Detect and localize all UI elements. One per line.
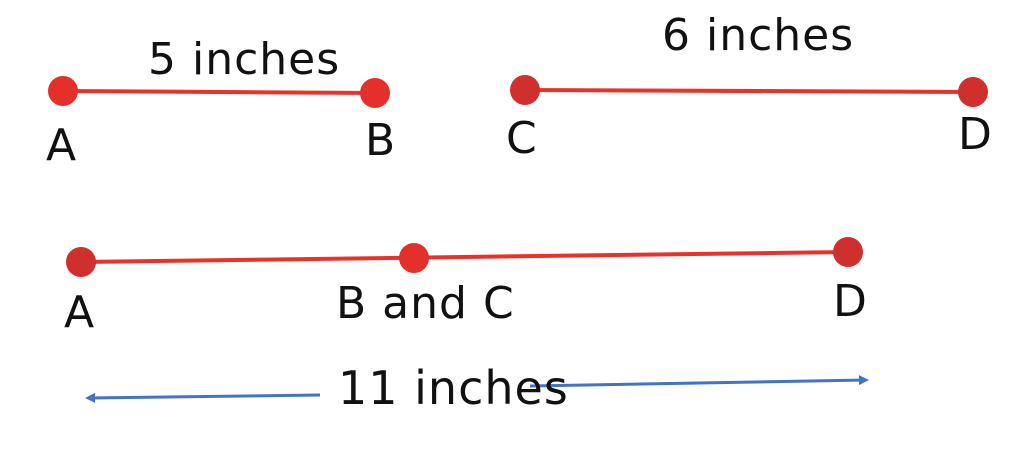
point-d-bottom-label: D — [833, 276, 868, 327]
arrow-left-shaft — [85, 392, 321, 403]
segment-cd-line — [524, 88, 974, 94]
point-d-bottom — [833, 237, 863, 267]
total-length-label: 11 inches — [338, 361, 569, 415]
point-d-top-label: D — [958, 109, 993, 160]
point-a-bottom-label: A — [64, 287, 95, 338]
point-a-top-label: A — [46, 120, 77, 171]
segment-combined: A B and C D — [64, 237, 868, 338]
point-b-top-label: B — [365, 115, 396, 166]
segment-ab: 5 inches A B — [46, 34, 396, 171]
point-bc-bottom-label: B and C — [336, 278, 515, 329]
arrow-right-shaft — [529, 375, 869, 388]
point-a-top — [48, 76, 78, 106]
point-c-top — [510, 75, 540, 105]
point-b-top — [360, 78, 390, 108]
point-c-top-label: C — [506, 113, 538, 164]
point-d-top — [958, 77, 988, 107]
point-bc-bottom — [399, 243, 429, 273]
segment-cd-length-label: 6 inches — [662, 10, 854, 61]
total-length-arrow: 11 inches — [85, 361, 869, 415]
segment-combined-line — [80, 250, 849, 264]
segment-cd: 6 inches C D — [506, 10, 993, 164]
segment-ab-length-label: 5 inches — [148, 34, 340, 85]
segment-ab-line — [62, 89, 376, 95]
point-a-bottom — [66, 247, 96, 277]
